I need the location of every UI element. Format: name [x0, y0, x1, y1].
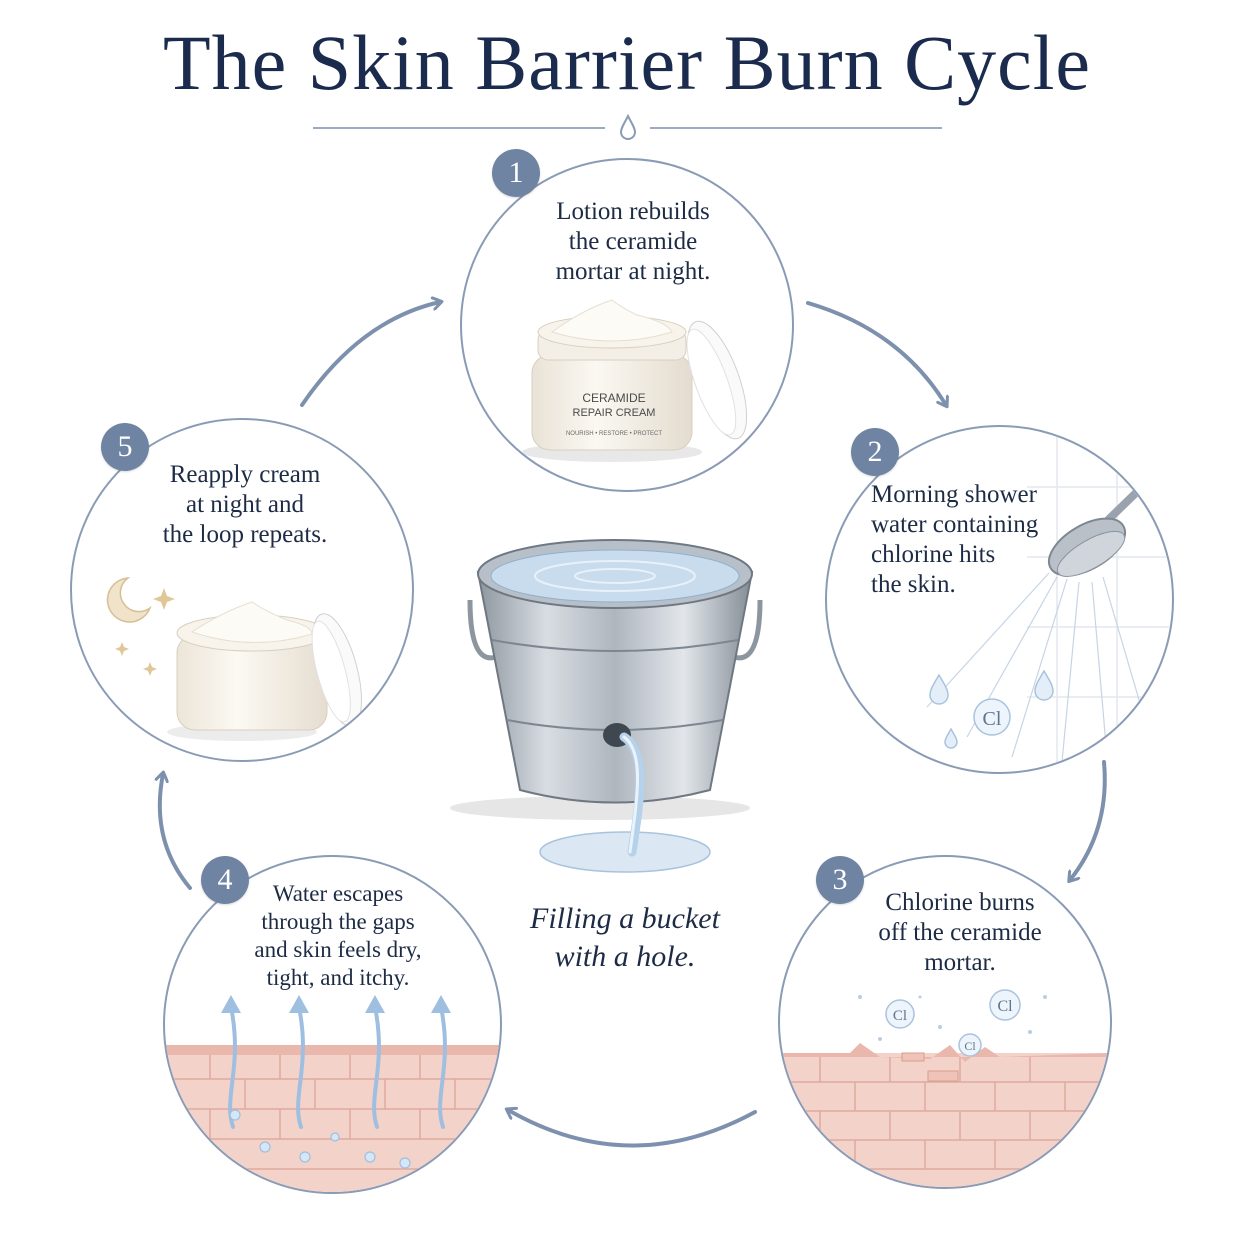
svg-text:NOURISH • RESTORE • PROTECT: NOURISH • RESTORE • PROTECT [566, 431, 662, 437]
night-cream-illustration [106, 577, 362, 741]
step-2-circle: Cl [825, 425, 1174, 774]
svg-text:Cl: Cl [964, 1039, 976, 1053]
step-5-text: Reapply cream at night and the loop repe… [162, 461, 328, 548]
arrow-3-to-4 [508, 1110, 757, 1148]
page-title: The Skin Barrier Burn Cycle [162, 19, 1092, 106]
center-caption: Filling a bucket with a hole. [530, 902, 720, 973]
arrow-1-to-2 [806, 301, 946, 405]
step-2-badge: 2 [851, 428, 899, 476]
arrow-5-to-1 [300, 302, 440, 407]
step-2-text: Morning shower water containing chlorine… [871, 481, 1039, 598]
moon-icon [106, 577, 152, 623]
step-5-circle [70, 418, 414, 762]
shower-illustration: Cl [926, 427, 1172, 772]
step-4-circle [163, 855, 502, 1194]
step-3-text: Chlorine burns off the ceramide mortar. [878, 889, 1042, 976]
droplet-icon [619, 113, 637, 140]
svg-text:Cl: Cl [997, 998, 1013, 1015]
water-loss-skin-illustration [165, 995, 500, 1192]
svg-text:Cl: Cl [893, 1008, 907, 1024]
arrow-4-to-5 [160, 774, 192, 890]
svg-text:REPAIR CREAM: REPAIR CREAM [573, 407, 656, 419]
step-3-badge: 3 [816, 856, 864, 904]
step-4-badge: 4 [201, 856, 249, 904]
step-1-circle: CERAMIDE REPAIR CREAM NOURISH • RESTORE … [460, 158, 794, 492]
eroded-skin-illustration: Cl Cl Cl [780, 989, 1110, 1187]
step-1-text: Lotion rebuilds the ceramide mortar at n… [555, 198, 711, 285]
svg-text:CERAMIDE: CERAMIDE [582, 391, 645, 405]
step-3-circle: Cl Cl Cl [778, 855, 1112, 1189]
cream-jar-illustration: CERAMIDE REPAIR CREAM NOURISH • RESTORE … [522, 299, 748, 462]
step-1-badge: 1 [492, 149, 540, 197]
step-4-text: Water escapes through the gaps and skin … [254, 881, 422, 990]
arrow-2-to-3 [1070, 760, 1107, 880]
step-5-badge: 5 [101, 423, 149, 471]
svg-text:Cl: Cl [983, 708, 1002, 730]
